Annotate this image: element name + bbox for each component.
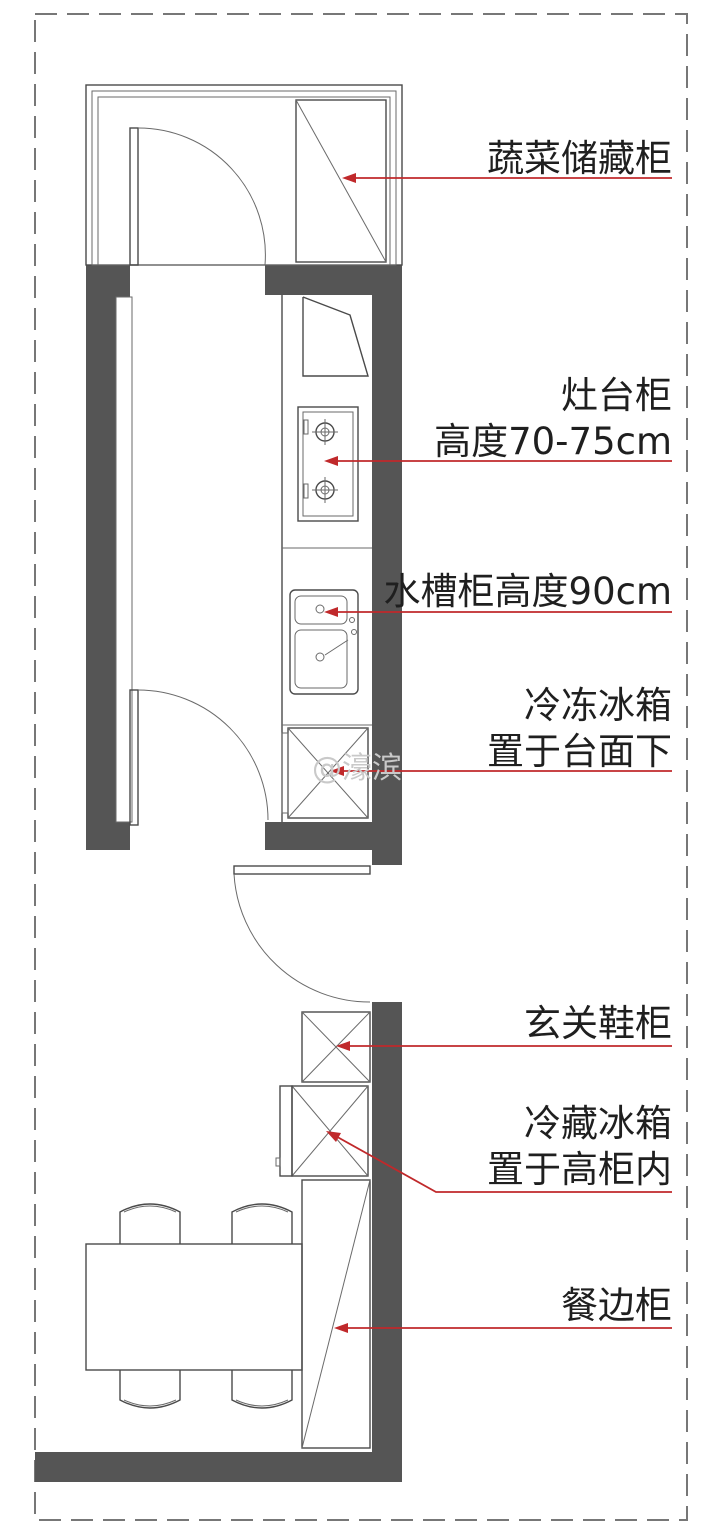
plan-boundary — [34, 13, 688, 1521]
sink-icon — [289, 589, 359, 695]
label-shoe-cabinet: 玄关鞋柜 — [524, 1002, 672, 1045]
walls — [35, 265, 402, 1482]
stove-icon — [297, 406, 359, 522]
label-freezer: 冷冻冰箱 — [524, 684, 672, 727]
upper-door — [129, 127, 266, 266]
dining-table-icon — [85, 1243, 303, 1371]
leader-lines — [324, 173, 672, 1333]
label-vegetable-storage: 蔬菜储藏柜 — [487, 137, 672, 180]
sideboard-icon — [301, 1179, 371, 1449]
watermark: @濠滨 — [312, 751, 402, 786]
dining-chairs — [119, 1203, 293, 1409]
shoe-cabinet-icon — [301, 1011, 371, 1083]
vegetable-storage-room — [85, 84, 403, 266]
label-stove-cabinet-height: 高度70-75cm — [434, 420, 672, 463]
kitchen-counter — [281, 295, 372, 822]
label-sink-cabinet: 水槽柜高度90cm — [384, 570, 672, 613]
label-fridge: 冷藏冰箱 — [524, 1102, 672, 1145]
lower-door — [129, 689, 269, 826]
label-freezer-location: 置于台面下 — [487, 730, 672, 773]
entrance-door — [233, 865, 371, 1003]
label-sideboard: 餐边柜 — [561, 1284, 672, 1327]
label-stove-cabinet: 灶台柜 — [561, 374, 672, 417]
fridge-icon — [275, 1085, 369, 1177]
freezer-icon — [281, 727, 369, 819]
label-fridge-location: 置于高柜内 — [487, 1148, 672, 1191]
